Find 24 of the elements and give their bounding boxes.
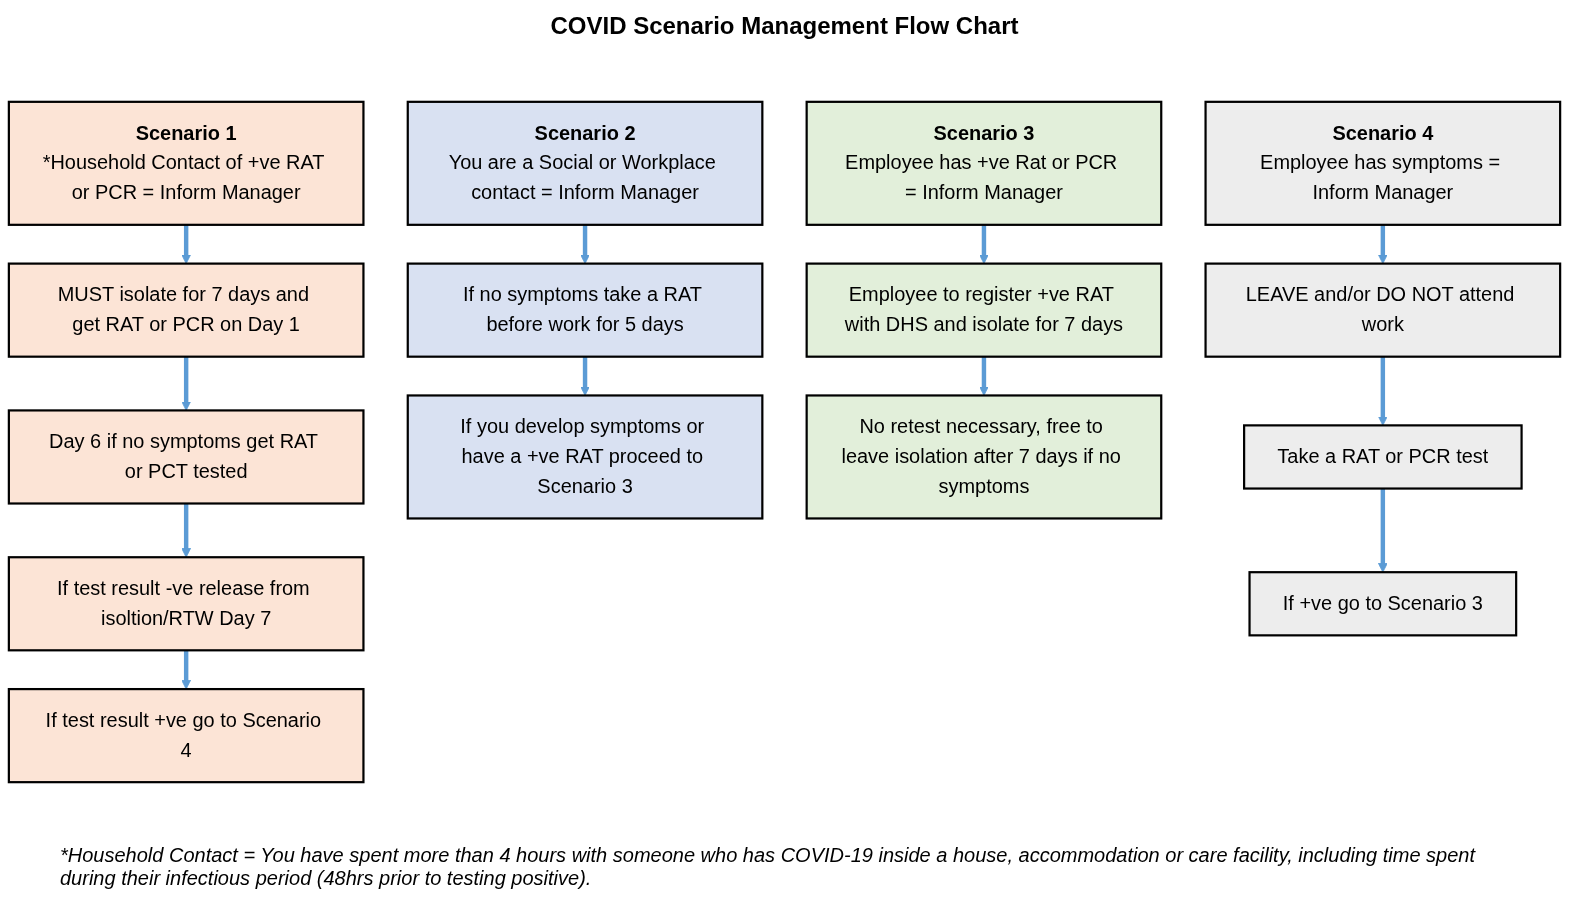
node-box: MUST isolate for 7 days and get RAT or PCR on Day 1 bbox=[7, 262, 365, 358]
arrow bbox=[979, 356, 989, 396]
arrow bbox=[181, 503, 192, 558]
node-box: Scenario 3 Employee has +ve Rat or PCR = Inform Manager bbox=[805, 100, 1163, 226]
node-box: Scenario 1 *Household Contact of +ve RAT or PCR = Inform Manager bbox=[7, 100, 365, 226]
caption: *Household Contact = You have spent more than 4 hours with someone who has COVID-19 inside a house, accommodation or care facility, including time spent during their infectious period (48hrs prior to testing positive). bbox=[60, 844, 1477, 890]
arrow bbox=[181, 356, 192, 411]
title: COVID Scenario Management Flow Chart bbox=[550, 12, 1019, 40]
node-box: If test result +ve go to Scenario 4 bbox=[7, 688, 365, 784]
arrow bbox=[1377, 356, 1388, 426]
arrow bbox=[1377, 488, 1388, 573]
arrow bbox=[580, 356, 590, 396]
node-box: Day 6 if no symptoms get RAT or PCT tested bbox=[7, 409, 365, 505]
node-box: If you develop symptoms or have a +ve RAT proceed to Scenario 3 bbox=[406, 394, 764, 520]
node-box: Employee to register +ve RAT with DHS and isolate for 7 days bbox=[805, 262, 1163, 358]
node-box: If no symptoms take a RAT before work for 5 days bbox=[406, 262, 764, 358]
node-box: LEAVE and/or DO NOT attend work bbox=[1204, 262, 1562, 358]
node-box: Scenario 2 You are a Social or Workplace contact = Inform Manager bbox=[406, 100, 764, 226]
arrow bbox=[181, 650, 192, 690]
node-box: If test result -ve release from isoltion/RTW Day 7 bbox=[7, 556, 365, 652]
node-box: No retest necessary, free to leave isolation after 7 days if no symptoms bbox=[805, 394, 1163, 520]
node-box: Scenario 4 Employee has symptoms = Inform Manager bbox=[1204, 100, 1562, 226]
node-box: Take a RAT or PCR test bbox=[1243, 424, 1523, 490]
node-box: If +ve go to Scenario 3 bbox=[1248, 571, 1518, 637]
